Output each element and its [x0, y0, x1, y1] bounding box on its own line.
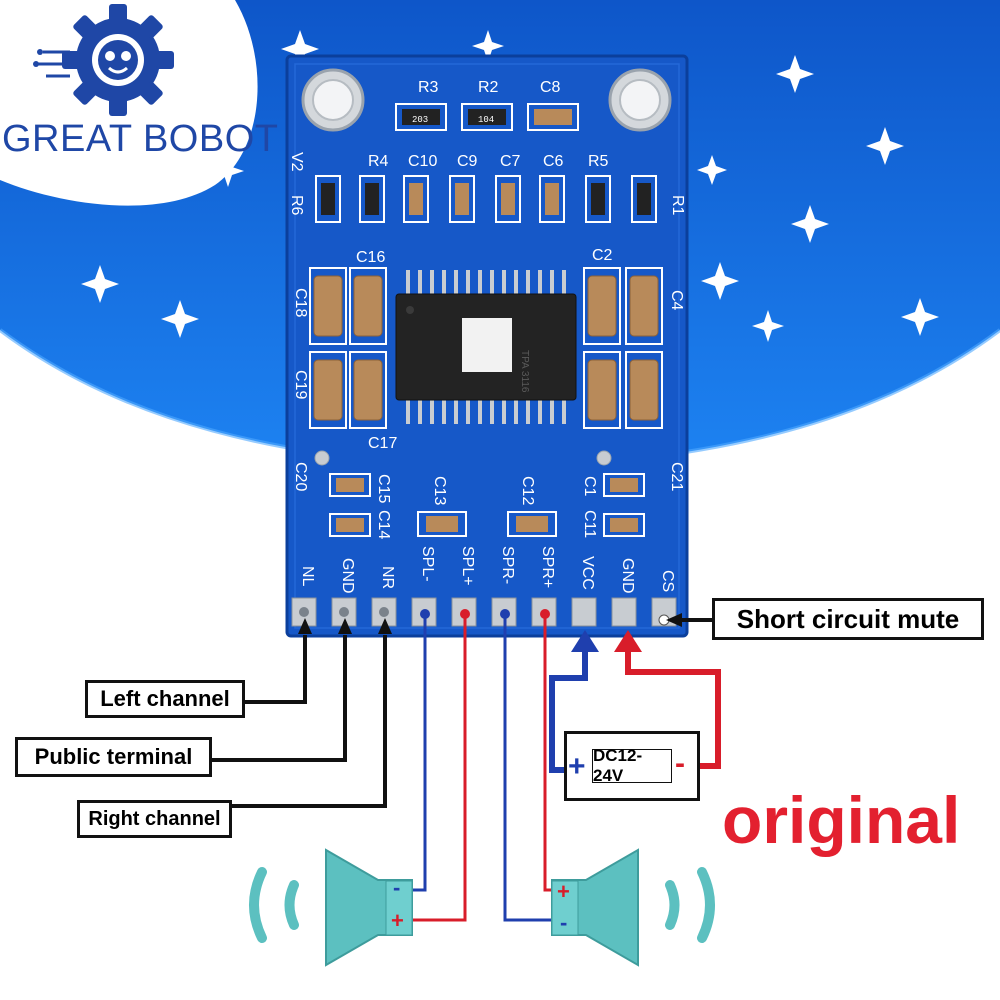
left-channel-label: Left channel [85, 680, 245, 718]
power-plus-sign: + [568, 750, 586, 783]
left-speaker-minus: - [393, 875, 400, 900]
silk-label: R4 [368, 153, 389, 170]
stars [81, 30, 939, 342]
amplifier-chip: TPA 3116 [395, 270, 577, 424]
right-speaker-minus: - [560, 910, 567, 935]
capacitors-left [309, 267, 387, 429]
silk-label: C14 [375, 510, 392, 539]
silk-label: R1 [669, 195, 686, 216]
star [752, 310, 784, 342]
pin-label-cs: CS [659, 570, 676, 592]
speaker-wires [410, 612, 560, 922]
power-arrowheads [571, 630, 642, 652]
silk-label: C15 [375, 474, 392, 503]
silk-label: C4 [668, 290, 685, 311]
silk-label: C6 [543, 153, 564, 170]
power-voltage-label: DC12-24V [592, 746, 672, 785]
star [281, 30, 319, 68]
left-speaker-icon [249, 848, 413, 967]
pin-pads [291, 597, 677, 627]
pin-label-spl-plus: SPL+ [459, 546, 476, 586]
wire-terminals [420, 609, 550, 619]
smd-row-mid [315, 175, 657, 223]
pin-label-nl: NL [299, 566, 316, 587]
pin-label-gnd: GND [339, 558, 356, 594]
pin-label-nr: NR [379, 566, 396, 589]
silk-label: C1 [581, 476, 598, 497]
silk-label: C10 [408, 153, 437, 170]
left-speaker-plus: + [391, 908, 404, 933]
star [81, 265, 119, 303]
silk-label: R6 [288, 195, 305, 216]
smd-row-top: 203 104 [395, 103, 579, 131]
right-speaker-icon [551, 848, 715, 967]
silk-label: C7 [500, 153, 521, 170]
star [212, 155, 244, 187]
chip-marking: TPA 3116 [519, 350, 530, 393]
right-channel-label: Right channel [77, 800, 232, 838]
power-wires [549, 650, 721, 773]
power-minus-sign: - [675, 747, 685, 780]
silk-label: C8 [540, 79, 561, 96]
gear-logo-icon [33, 4, 174, 116]
silk-label: R3 [418, 79, 439, 96]
star [901, 298, 939, 336]
star [776, 55, 814, 93]
star [161, 300, 199, 338]
pin-label-gnd-2: GND [619, 558, 636, 594]
star [472, 30, 504, 62]
resistor-code: 203 [412, 115, 428, 125]
silk-label: C2 [592, 247, 613, 264]
star [791, 205, 829, 243]
star [701, 262, 739, 300]
star [697, 155, 727, 185]
pin-label-spr-minus: SPR- [499, 546, 516, 584]
amplifier-board: R3 R2 C8 R4 C10 C9 C7 C6 R5 V2 R6 R1 C16… [285, 54, 689, 638]
silk-label: C20 [292, 462, 309, 491]
pointer-arrowheads [298, 613, 682, 634]
silk-label: C9 [457, 153, 478, 170]
smd-row-bottom [329, 473, 645, 537]
resistor-code: 104 [478, 115, 494, 125]
silk-label: C16 [356, 249, 385, 266]
silk-label: C13 [431, 476, 448, 505]
mute-label: Short circuit mute [712, 598, 984, 640]
silk-label: V2 [288, 152, 305, 172]
star [866, 127, 904, 165]
silk-label: R2 [478, 79, 499, 96]
silk-label: C11 [581, 510, 598, 538]
silk-label: C18 [292, 288, 309, 317]
original-stamp: original [722, 783, 961, 857]
pin-label-spl-minus: SPL- [419, 546, 436, 582]
pin-label-spr-plus: SPR+ [539, 546, 556, 588]
right-speaker-plus: + [557, 879, 570, 904]
silk-label: C17 [368, 435, 397, 452]
silk-label: C19 [292, 370, 309, 399]
silk-label: C12 [519, 476, 536, 505]
brand-name: GREAT BOBOT [2, 118, 279, 160]
pin-label-vcc: VCC [579, 556, 596, 590]
silk-label: R5 [588, 153, 609, 170]
capacitors-right [583, 267, 663, 429]
silk-label: C21 [668, 462, 685, 491]
public-terminal-label: Public terminal [15, 737, 212, 777]
